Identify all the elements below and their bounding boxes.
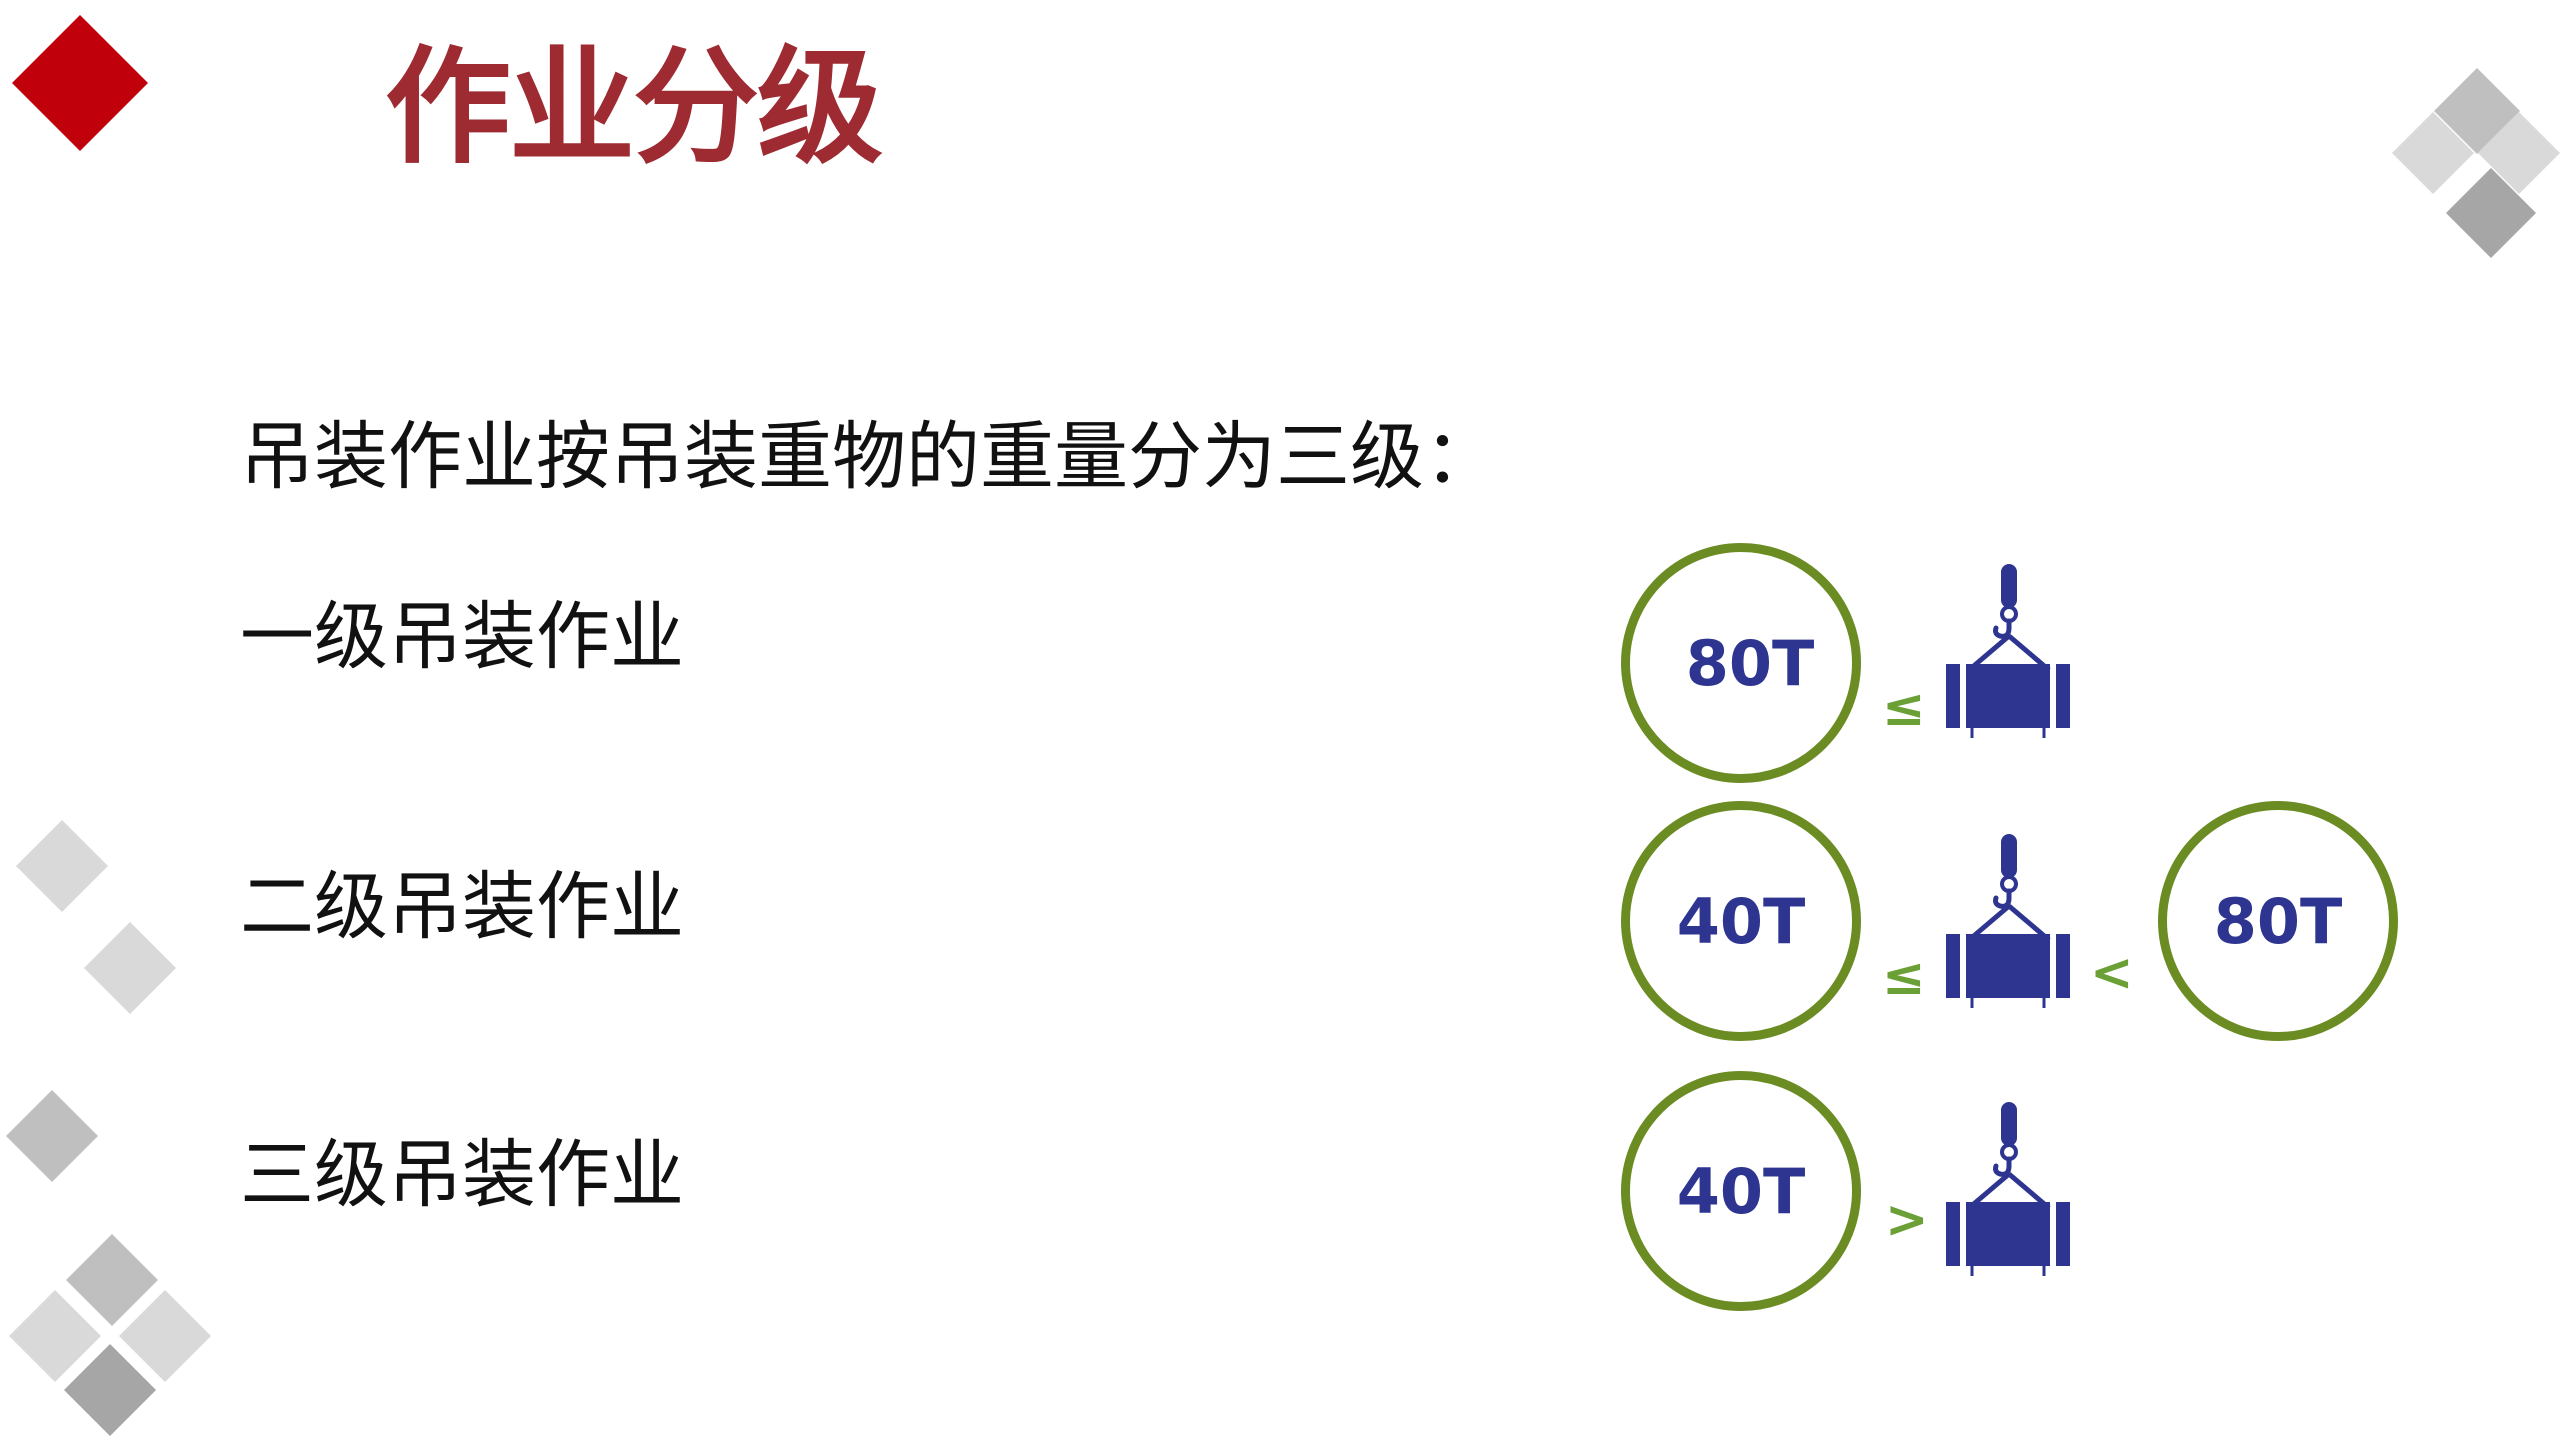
level-2-label: 二级吊装作业 <box>240 864 684 950</box>
operator-lt: < <box>2090 943 2134 1003</box>
diamond-icon <box>16 820 108 912</box>
weight-circle-level1: 80T <box>1621 543 1861 783</box>
diamond-icon <box>119 1290 211 1382</box>
diamond-icon <box>2392 112 2474 194</box>
red-diamond-icon <box>12 15 148 151</box>
crane-hook-load-icon <box>1946 834 2070 1008</box>
weight-value: 40T <box>1676 1154 1806 1228</box>
level-3-label: 三级吊装作业 <box>240 1132 684 1218</box>
diamond-icon <box>2478 112 2560 194</box>
operator-lte: ≤ <box>1882 678 1926 738</box>
weight-circle-level2-min: 40T <box>1621 801 1861 1041</box>
weight-circle-level2-max: 80T <box>2158 801 2398 1041</box>
level-1-label: 一级吊装作业 <box>240 594 684 680</box>
diamond-icon <box>84 922 176 1014</box>
diamond-icon <box>9 1290 101 1382</box>
weight-value: 40T <box>1676 884 1806 958</box>
weight-value: 80T <box>1685 626 1815 700</box>
weight-value: 80T <box>2213 884 2343 958</box>
intro-text: 吊装作业按吊装重物的重量分为三级： <box>240 414 1498 500</box>
diamond-icon <box>2446 168 2536 258</box>
crane-hook-load-icon <box>1946 1102 2070 1276</box>
diamond-icon <box>64 1344 156 1436</box>
slide-title: 作业分级 <box>385 34 883 181</box>
operator-lte: ≤ <box>1882 947 1926 1007</box>
weight-circle-level3: 40T <box>1621 1071 1861 1311</box>
diamond-icon <box>66 1234 158 1326</box>
operator-gt: > <box>1885 1190 1929 1250</box>
crane-hook-load-icon <box>1946 564 2070 738</box>
diamond-icon <box>6 1090 98 1182</box>
